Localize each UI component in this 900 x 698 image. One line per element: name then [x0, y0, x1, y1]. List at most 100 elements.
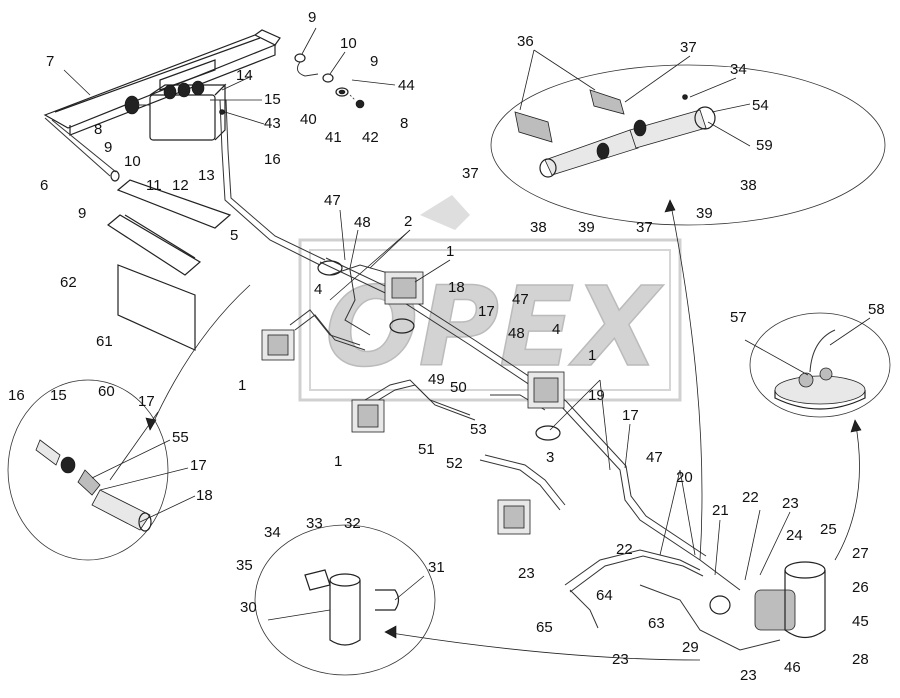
callout-label: 37	[680, 39, 697, 56]
callout-label: 41	[325, 129, 342, 146]
callout-label: 35	[236, 557, 253, 574]
callout-label: 57	[730, 309, 747, 326]
callout-label: 13	[198, 167, 215, 184]
radiator-assembly	[43, 29, 326, 266]
callout-label: 17	[190, 457, 207, 474]
callout-label: 58	[868, 301, 885, 318]
callout-label: 38	[740, 177, 757, 194]
callout-label: 8	[94, 121, 102, 138]
detail-top-right	[490, 64, 886, 226]
callout-label: 29	[682, 639, 699, 656]
detail-bottom	[254, 524, 436, 676]
callout-label: 37	[636, 219, 653, 236]
callout-label: 38	[530, 219, 547, 236]
callout-label: 45	[852, 613, 869, 630]
callout-label: 34	[264, 524, 281, 541]
callout-label: 65	[536, 619, 553, 636]
callout-label: 9	[370, 53, 378, 70]
callout-label: 3	[546, 449, 554, 466]
callout-label: 28	[852, 651, 869, 668]
callout-label: 1	[334, 453, 342, 470]
callout-label: 39	[578, 219, 595, 236]
callout-label: 17	[622, 407, 639, 424]
callout-label: 34	[730, 61, 747, 78]
callout-label: 62	[60, 274, 77, 291]
detail-leader-arrows	[145, 199, 862, 661]
callout-label: 63	[648, 615, 665, 632]
callout-label: 25	[820, 521, 837, 538]
callout-label: 23	[612, 651, 629, 668]
hose-fitting-parts	[294, 53, 365, 109]
callout-label: 59	[756, 137, 773, 154]
callout-label: 21	[712, 502, 729, 519]
callout-leader-lines	[63, 27, 871, 621]
callout-label: 16	[8, 387, 25, 404]
heater-unit-group	[261, 271, 565, 535]
callout-label: 48	[508, 325, 525, 342]
callout-label: 1	[238, 377, 246, 394]
detail-bottom-right	[749, 312, 891, 418]
callout-label: 55	[172, 429, 189, 446]
central-pipe-network	[289, 257, 707, 561]
watermark-gear	[298, 195, 682, 402]
callout-label: 15	[264, 91, 281, 108]
callout-label: 10	[124, 153, 141, 170]
callout-label: 37	[462, 165, 479, 182]
callout-label: 30	[240, 599, 257, 616]
callout-label: 14	[236, 67, 253, 84]
callout-label: 23	[740, 667, 757, 684]
callout-label: 47	[646, 449, 663, 466]
callout-label: 1	[588, 347, 596, 364]
pump-and-tank	[564, 549, 826, 651]
callout-label: 43	[264, 115, 281, 132]
callout-label: 60	[98, 383, 115, 400]
callout-labels: 9 10 9 44 40 41 42 8 7 14 15 43 8 9 10 1…	[8, 9, 885, 684]
callout-label: 6	[40, 177, 48, 194]
callout-label: 5	[230, 227, 238, 244]
callout-label: 17	[138, 393, 155, 410]
callout-label: 33	[306, 515, 323, 532]
callout-label: 9	[78, 205, 86, 222]
callout-label: 22	[742, 489, 759, 506]
callout-label: 11	[146, 177, 162, 194]
callout-label: 64	[596, 587, 613, 604]
callout-label: 23	[782, 495, 799, 512]
callout-label: 32	[344, 515, 361, 532]
callout-label: 52	[446, 455, 463, 472]
callout-label: 23	[518, 565, 535, 582]
callout-label: 40	[300, 111, 317, 128]
callout-label: 49	[428, 371, 445, 388]
callout-label: 19	[588, 387, 605, 404]
callout-label: 16	[264, 151, 281, 168]
callout-label: 22	[616, 541, 633, 558]
callout-label: 9	[104, 139, 112, 156]
callout-label: 47	[324, 192, 341, 209]
callout-label: 24	[786, 527, 803, 544]
callout-label: 53	[470, 421, 487, 438]
callout-label: 27	[852, 545, 869, 562]
callout-label: 31	[428, 559, 445, 576]
callout-label: 61	[96, 333, 113, 350]
callout-label: 1	[446, 243, 454, 260]
callout-label: 26	[852, 579, 869, 596]
callout-label: 15	[50, 387, 67, 404]
callout-label: 47	[512, 291, 529, 308]
callout-label: 50	[450, 379, 467, 396]
callout-label: 7	[46, 53, 54, 70]
callout-label: 18	[448, 279, 465, 296]
callout-label: 9	[308, 9, 316, 26]
callout-label: 4	[314, 281, 322, 298]
callout-label: 51	[418, 441, 435, 458]
callout-label: 10	[340, 35, 357, 52]
callout-label: 4	[552, 321, 560, 338]
callout-label: 2	[404, 213, 412, 230]
callout-label: 12	[172, 177, 189, 194]
callout-label: 54	[752, 97, 769, 114]
mounting-plates	[106, 179, 232, 351]
callout-label: 17	[478, 303, 495, 320]
callout-label: 46	[784, 659, 801, 676]
callout-label: 42	[362, 129, 379, 146]
callout-label: 36	[517, 33, 534, 50]
callout-label: 8	[400, 115, 408, 132]
